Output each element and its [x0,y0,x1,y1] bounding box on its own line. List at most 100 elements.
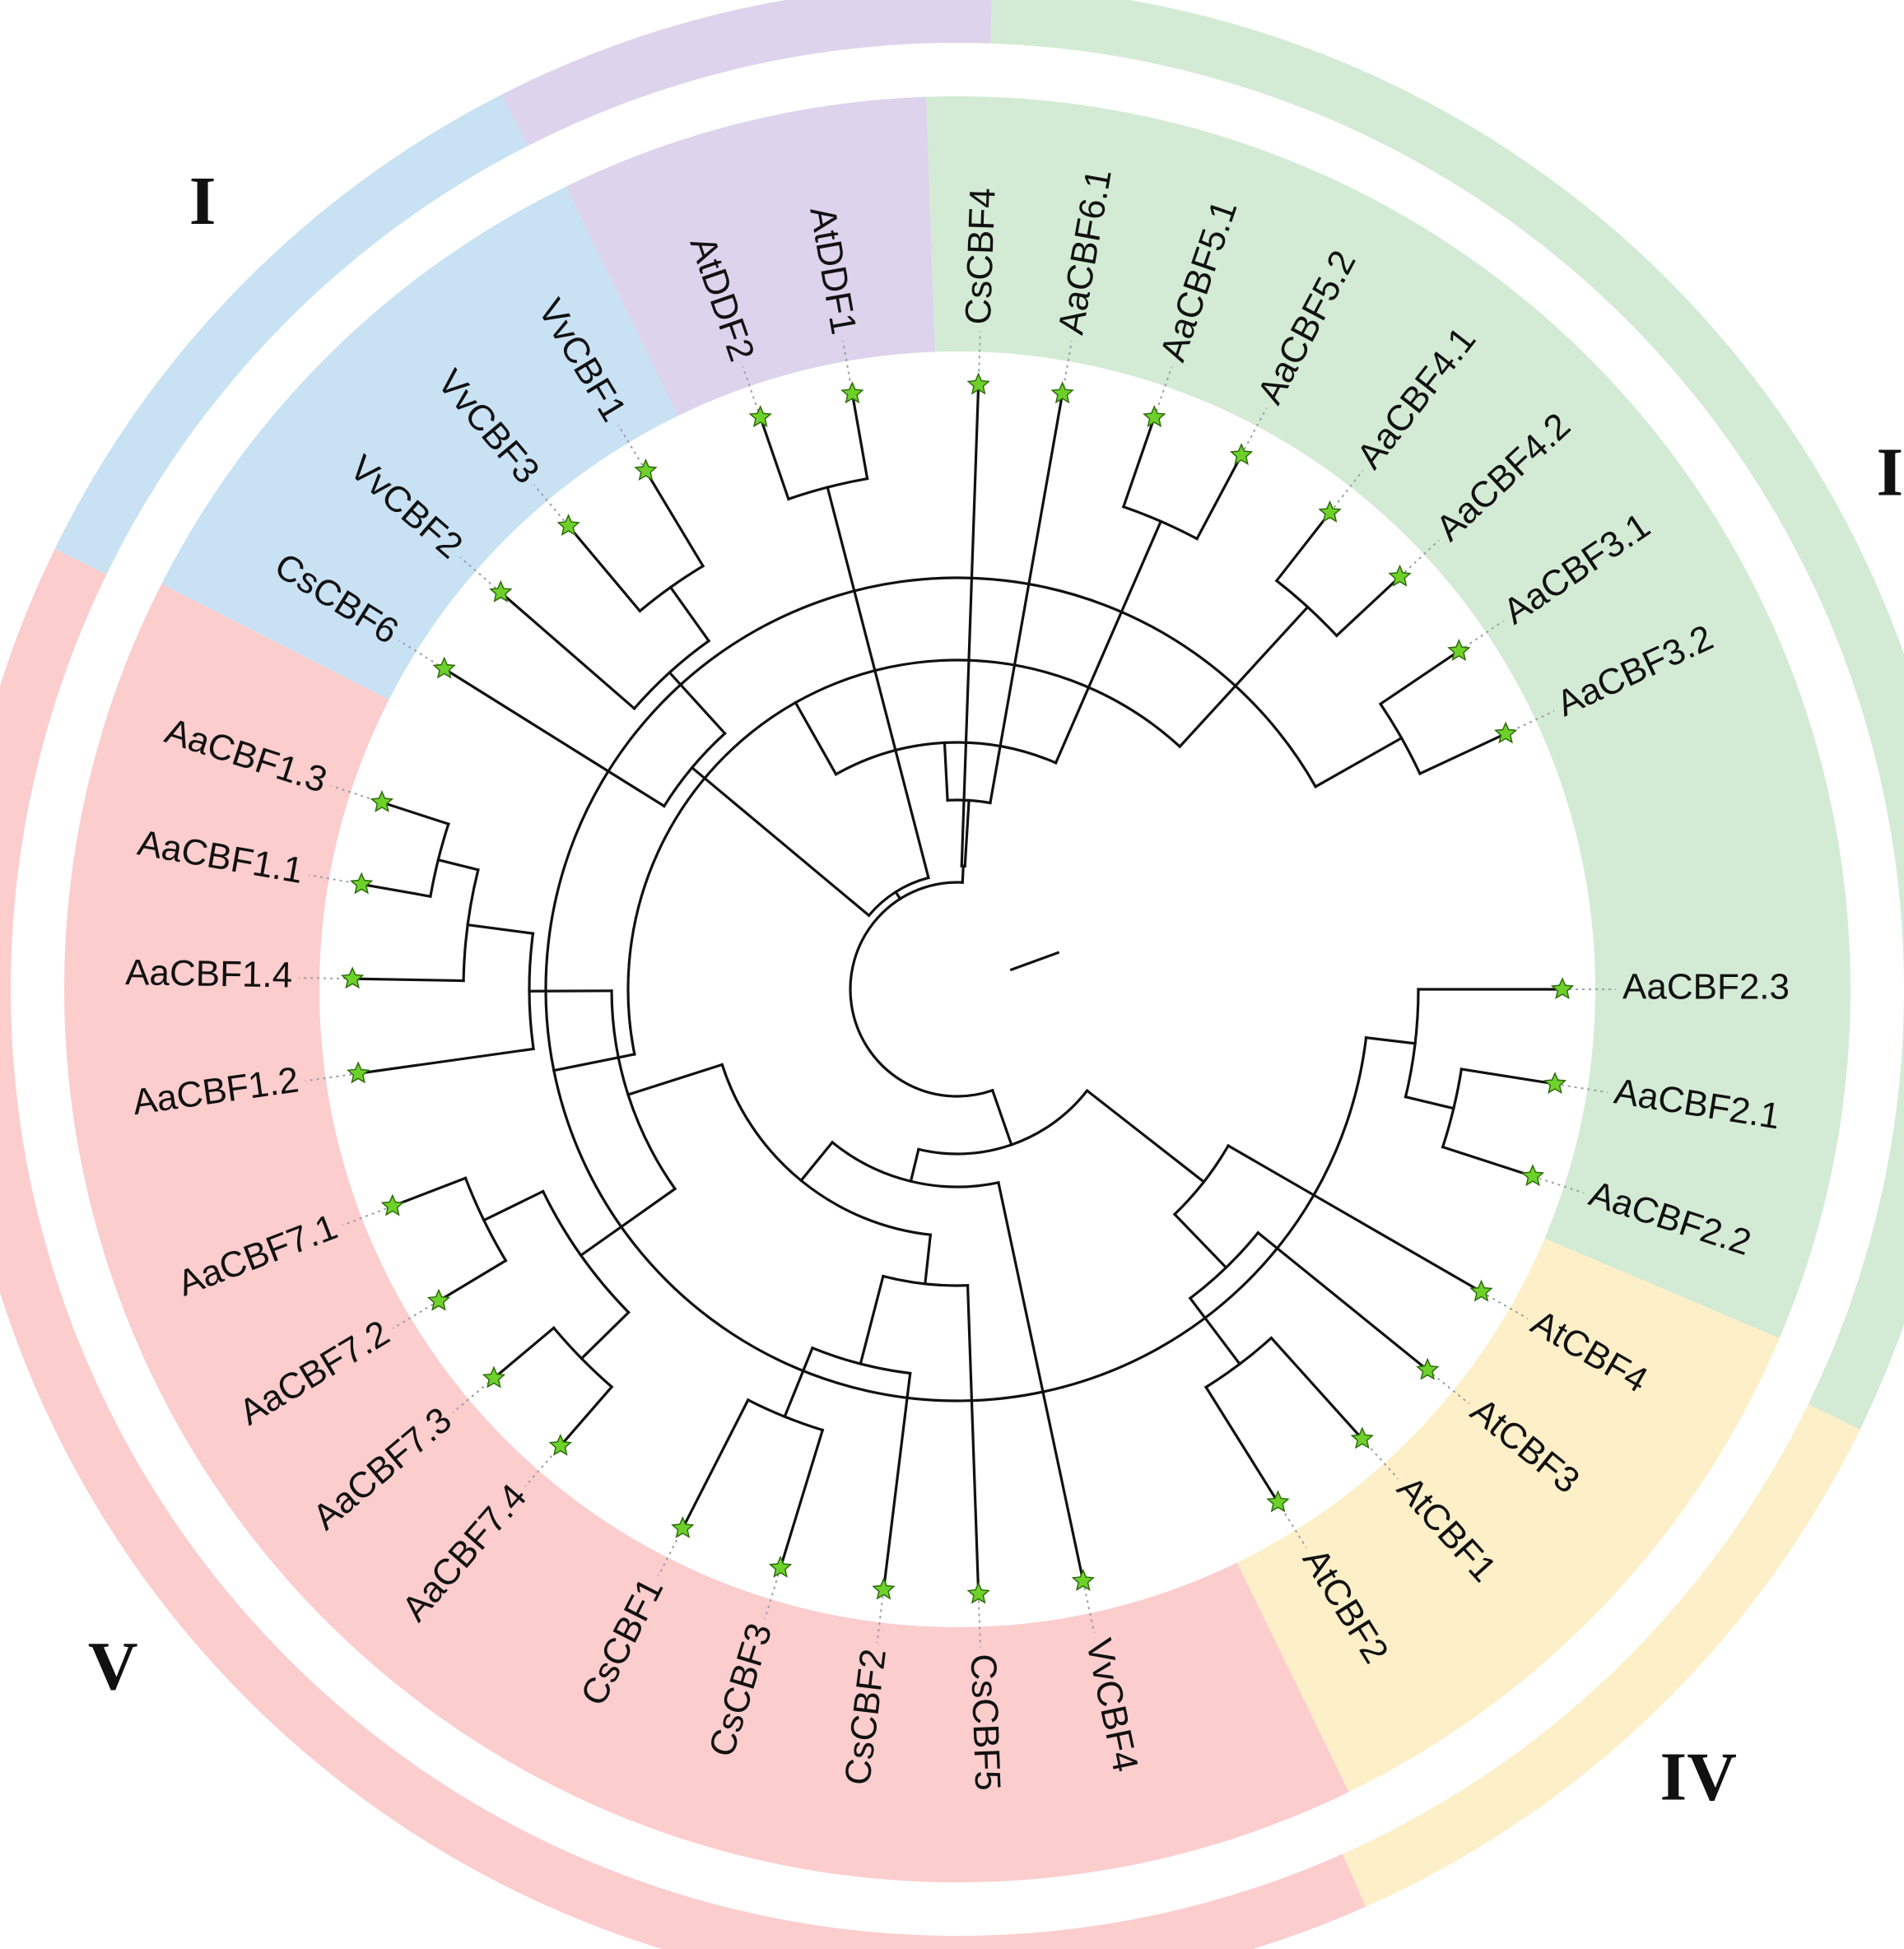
branch [436,1258,508,1303]
green-star-icon [748,405,772,428]
leaf-connector [459,556,501,593]
green-star-icon [1071,1569,1095,1591]
branch [758,416,790,501]
green-star-icon [634,458,658,481]
green-star-icon [346,1061,370,1084]
branch [1334,574,1402,638]
clade-band-III [926,95,1850,1338]
branch [961,864,965,884]
branch [626,1063,724,1097]
branch [990,1088,1013,1147]
leaf-connector [1399,539,1440,578]
branch [1054,519,1163,765]
leaf-connector [764,1567,782,1620]
branch [466,923,535,935]
green-star-icon [966,1581,990,1604]
branch [893,890,902,901]
green-star-icon [350,872,374,895]
clade-labels: IIIIIIIVV [88,163,1904,1816]
branch [436,858,480,872]
leaf-connector [1458,620,1504,652]
branch [1378,649,1461,706]
green-star-icon [1318,500,1342,523]
leaf-connector [1153,366,1173,418]
branch [558,1384,614,1448]
leaf-connector [305,1072,359,1082]
branch [924,1233,933,1286]
branch [1313,736,1404,788]
green-star-icon [1050,381,1074,404]
branch [1256,1230,1430,1372]
clade-ring-IV [1342,1404,1860,1907]
branch-arc [849,881,994,1098]
green-star-icon [1469,1279,1493,1302]
branch [482,1189,545,1222]
branch [442,667,667,808]
branch [351,977,465,983]
leaf-connector [1481,1291,1529,1319]
clade-label-III: III [1876,435,1904,511]
leaf-label: AaCBF1.4 [125,952,293,996]
green-star-icon [1520,1164,1545,1187]
leaf-connector [1061,340,1073,394]
leaf-markers [340,372,1575,1604]
leaf-label: AaCBF2.3 [1622,967,1790,1007]
branch [882,1371,912,1592]
leaf-connector [742,366,761,418]
branch [1418,732,1508,776]
leaf-connector [617,424,647,472]
root-branch [1009,951,1060,972]
green-star-icon [768,1555,793,1578]
green-star-icon [556,514,580,537]
clade-band-V [63,584,1349,1882]
branch [1364,1035,1417,1045]
green-star-icon [380,1193,404,1216]
branch [1274,510,1332,583]
branch [1188,1296,1242,1366]
clade-band-II [566,96,935,416]
branch [580,1310,631,1361]
green-star-icon [1350,1426,1374,1449]
green-star-icon [489,579,513,602]
branch [960,383,980,868]
green-star-icon [482,1365,506,1388]
green-star-icon [1143,405,1166,428]
branch [997,1180,1085,1583]
branch [1441,1145,1535,1179]
leaf-connector [1082,1580,1096,1634]
green-star-icon [1416,1357,1440,1380]
branch [360,882,432,898]
leaf-label: CsCBF4 [958,187,1003,325]
branch [690,765,871,918]
branch [943,741,949,802]
clade-band-IV [1236,1238,1780,1793]
leaf-connector [1427,1369,1470,1405]
green-star-icon [671,1516,695,1538]
leaf-label: CsCBF5 [963,1654,1008,1792]
leaf-connector [977,1593,981,1648]
branch [963,798,971,868]
leaf-connector [1532,1175,1585,1194]
branch [966,1284,980,1596]
clade-label-V: V [88,1628,138,1705]
branch [798,1140,835,1183]
branch [1203,1385,1280,1505]
branch [379,800,450,826]
green-star-icon [548,1433,572,1456]
green-star-icon [840,381,864,404]
branch [644,468,705,568]
leaf-connector [1329,469,1364,514]
leaf-connector [842,340,854,394]
green-star-icon [1447,639,1471,662]
leaf-connector [452,1377,495,1413]
leaf-connector [1241,407,1268,456]
green-star-icon [1550,977,1575,1000]
branch [681,1398,750,1531]
green-star-icon [1266,1490,1290,1513]
branch [491,1326,556,1380]
green-star-icon [872,1577,896,1600]
branch [566,523,642,613]
branch [1194,453,1244,541]
branch [1459,1068,1557,1086]
green-star-icon [370,789,394,812]
